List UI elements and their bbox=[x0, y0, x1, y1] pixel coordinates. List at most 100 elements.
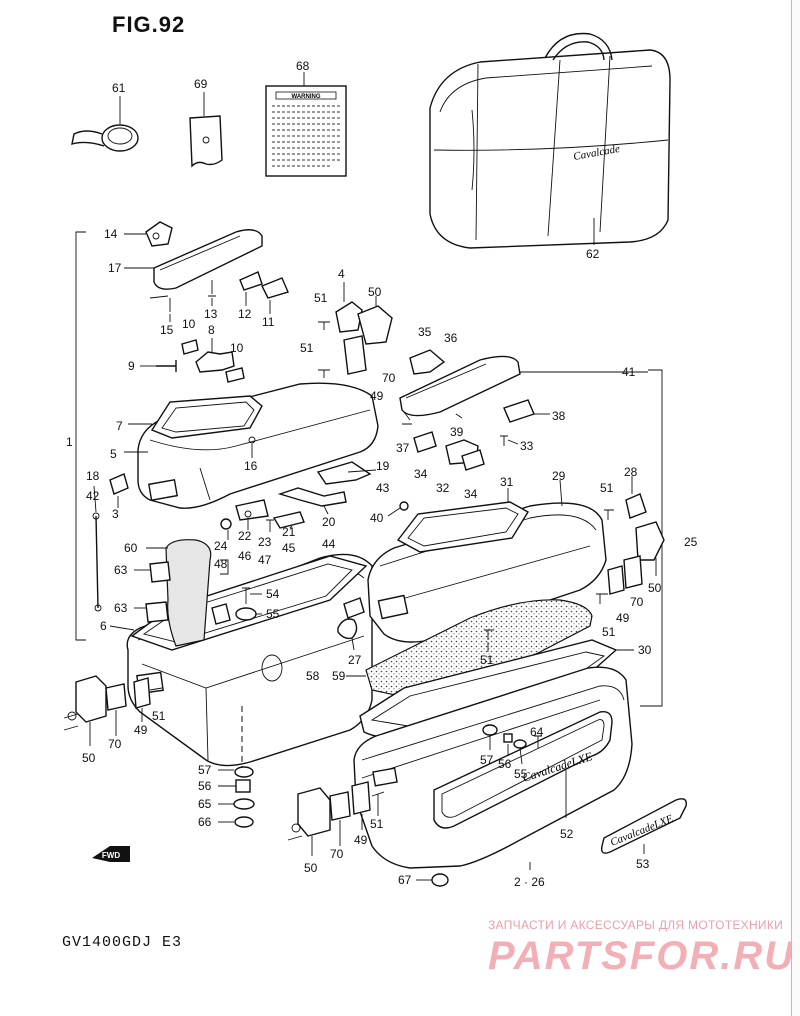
callout-48: 48 bbox=[214, 557, 228, 571]
callout-65: 65 bbox=[198, 797, 212, 811]
model-code: GV1400GDJ E3 bbox=[62, 934, 183, 951]
callout-15: 15 bbox=[160, 323, 174, 337]
callout-46: 46 bbox=[238, 549, 252, 563]
callout-labels: 1 3 4 5 6 7 8 9 10 10 11 12 13 14 15 16 … bbox=[66, 59, 698, 889]
lock-set-left bbox=[63, 675, 163, 746]
callout-19: 19 bbox=[376, 459, 390, 473]
warning-label-68: WARNING bbox=[265, 72, 347, 177]
callout-10b: 10 bbox=[230, 341, 244, 355]
page-edge bbox=[791, 0, 800, 1016]
callout-5: 5 bbox=[110, 447, 117, 461]
inner-lid-17 bbox=[124, 229, 263, 290]
callout-50a: 50 bbox=[368, 285, 382, 299]
mount-67 bbox=[416, 873, 449, 887]
callout-30: 30 bbox=[638, 643, 652, 657]
latch-14 bbox=[124, 221, 173, 247]
callout-6: 6 bbox=[100, 619, 107, 633]
callout-35: 35 bbox=[418, 325, 432, 339]
callout-24: 24 bbox=[214, 539, 228, 553]
small-hardware-left bbox=[149, 271, 289, 322]
callout-16: 16 bbox=[244, 459, 258, 473]
bracket-8 bbox=[140, 338, 245, 383]
callout-55a: 55 bbox=[266, 607, 280, 621]
cap-3 bbox=[109, 473, 129, 508]
callout-50c: 50 bbox=[304, 861, 318, 875]
callout-69: 69 bbox=[194, 77, 208, 91]
callout-32: 32 bbox=[436, 481, 450, 495]
fasteners-40 bbox=[387, 501, 409, 517]
callout-3: 3 bbox=[112, 507, 119, 521]
callout-42: 42 bbox=[86, 489, 100, 503]
callout-51g: 51 bbox=[602, 625, 616, 639]
callout-57b: 57 bbox=[480, 753, 494, 767]
inner-lid-41 bbox=[399, 349, 648, 423]
callout-50b: 50 bbox=[82, 751, 96, 765]
callout-52: 52 bbox=[560, 827, 574, 841]
callout-68: 68 bbox=[296, 59, 310, 73]
callout-60: 60 bbox=[124, 541, 138, 555]
liner-60 bbox=[134, 539, 212, 647]
small-screws-mid-left bbox=[220, 510, 274, 575]
screw-16 bbox=[248, 436, 256, 458]
callout-36: 36 bbox=[444, 331, 458, 345]
bracket-left bbox=[75, 231, 86, 641]
callout-51d: 51 bbox=[370, 817, 384, 831]
callout-63b: 63 bbox=[114, 601, 128, 615]
callout-51e: 51 bbox=[480, 653, 494, 667]
callout-59: 59 bbox=[332, 669, 346, 683]
callout-51f: 51 bbox=[600, 481, 614, 495]
callout-70c: 70 bbox=[330, 847, 344, 861]
callout-61: 61 bbox=[112, 81, 126, 95]
callout-70d: 70 bbox=[630, 595, 644, 609]
callout-70b: 70 bbox=[108, 737, 122, 751]
emblem-53: CavalcadeLXE bbox=[600, 798, 687, 854]
callout-56b: 56 bbox=[498, 757, 512, 771]
callout-58: 58 bbox=[306, 669, 320, 683]
right-case-fasteners bbox=[482, 724, 567, 818]
callout-51a: 51 bbox=[314, 291, 328, 305]
clip-69 bbox=[189, 92, 223, 168]
callout-17: 17 bbox=[108, 261, 122, 275]
callout-38: 38 bbox=[552, 409, 566, 423]
callout-54: 54 bbox=[266, 587, 280, 601]
figure-title: FIG.92 bbox=[112, 12, 186, 37]
callout-28: 28 bbox=[624, 465, 638, 479]
callout-37: 37 bbox=[396, 441, 410, 455]
callout-39: 39 bbox=[450, 425, 464, 439]
callout-45: 45 bbox=[282, 541, 296, 555]
callout-9: 9 bbox=[128, 359, 135, 373]
callout-51b: 51 bbox=[300, 341, 314, 355]
travel-bag-62: Cavalcade bbox=[429, 32, 671, 249]
callout-64: 64 bbox=[530, 725, 544, 739]
callout-25: 25 bbox=[684, 535, 698, 549]
callout-20: 20 bbox=[322, 515, 336, 529]
callout-23: 23 bbox=[258, 535, 272, 549]
callout-51c: 51 bbox=[152, 709, 166, 723]
fwd-arrow-icon: FWD bbox=[92, 846, 130, 862]
callout-44: 44 bbox=[322, 537, 336, 551]
callout-56a: 56 bbox=[198, 779, 212, 793]
callout-63a: 63 bbox=[114, 563, 128, 577]
callout-27: 27 bbox=[348, 653, 362, 667]
lock-set-right-lower bbox=[287, 781, 385, 856]
warning-label-text: WARNING bbox=[292, 94, 321, 100]
gasket-7 bbox=[128, 395, 263, 439]
callout-22: 22 bbox=[238, 529, 252, 543]
mount-stack-left bbox=[218, 766, 255, 828]
gasket-31 bbox=[396, 488, 529, 553]
callout-53: 53 bbox=[636, 857, 650, 871]
callout-2-26: 2 · 26 bbox=[514, 875, 545, 889]
fasteners-54-55 bbox=[211, 587, 262, 625]
callout-43: 43 bbox=[376, 481, 390, 495]
callout-21: 21 bbox=[282, 525, 296, 539]
callout-66: 66 bbox=[198, 815, 212, 829]
screw-51-mid bbox=[484, 629, 494, 652]
callout-50d: 50 bbox=[648, 581, 662, 595]
callout-4: 4 bbox=[338, 267, 345, 281]
hinge-4 bbox=[318, 282, 393, 378]
fwd-label: FWD bbox=[102, 851, 120, 860]
callout-33: 33 bbox=[520, 439, 534, 453]
watermark-tagline: ЗАПЧАСТИ И АКСЕССУАРЫ ДЛЯ МОТОТЕХНИКИ bbox=[488, 918, 784, 932]
callout-31: 31 bbox=[500, 475, 514, 489]
